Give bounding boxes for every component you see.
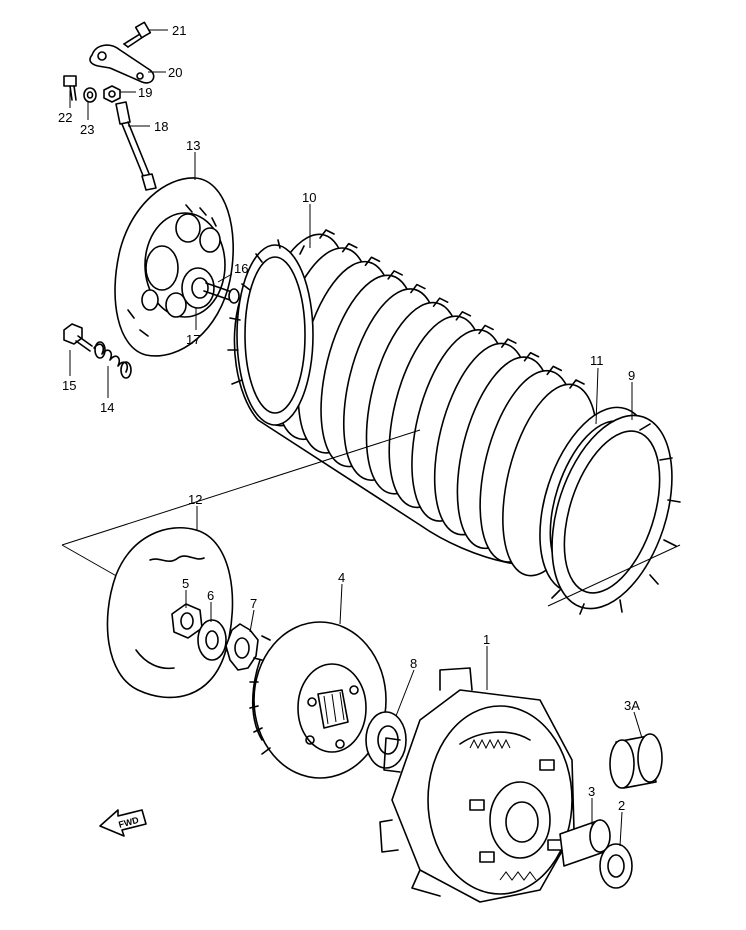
callout-1: 1 [483,632,490,647]
part-14-spring [93,341,132,379]
callout-16: 16 [234,261,248,276]
callout-10: 10 [302,190,316,205]
callout-12: 12 [188,492,202,507]
part-21-bolt [123,21,152,48]
part-6-washer [197,619,227,661]
callout-15: 15 [62,378,76,393]
part-19-nut [103,85,121,103]
callout-7: 7 [250,596,257,611]
callout-5: 5 [182,576,189,591]
callout-14: 14 [100,400,114,415]
callout-13: 13 [186,138,200,153]
callout-2: 2 [618,798,625,813]
part-15-bolt [63,323,93,352]
callout-23: 23 [80,122,94,137]
callout-20: 20 [168,65,182,80]
callout-3A: 3A [624,698,640,713]
callout-9: 9 [628,368,635,383]
callout-22: 22 [58,110,72,125]
callout-3: 3 [588,784,595,799]
part-7-lock-washer [225,623,259,671]
part-16-pushrod [203,282,240,304]
part-17-release-bearing [181,267,215,309]
callout-6: 6 [207,588,214,603]
callout-8: 8 [410,656,417,671]
callout-17: 17 [186,332,200,347]
callout-21: 21 [172,23,186,38]
part-22-bolt [63,75,77,101]
group-frame [61,429,681,607]
part-12-spring-plate [106,526,234,699]
part-4-sleeve-hub [249,621,387,779]
part-1-clutch-housing [379,667,575,903]
part-9-friction-plate [551,414,681,615]
part-20-bracket [89,44,155,84]
part-18-release-rod [115,101,157,191]
part-2-washer [599,843,633,889]
fwd-arrow-icon: FWD [99,809,147,837]
part-13-pressure-plate [114,177,234,357]
callout-labels: 21 20 19 22 23 18 13 10 16 17 15 14 11 9… [58,23,640,813]
callout-18: 18 [154,119,168,134]
callout-19: 19 [138,85,152,100]
part-23-washer [83,87,97,103]
part-3A-spacer [609,733,663,789]
leader-lines [69,29,643,847]
part-10-friction-plate-stack [227,229,602,577]
callout-4: 4 [338,570,345,585]
callout-11: 11 [590,353,604,368]
part-3-spacer [559,819,611,867]
